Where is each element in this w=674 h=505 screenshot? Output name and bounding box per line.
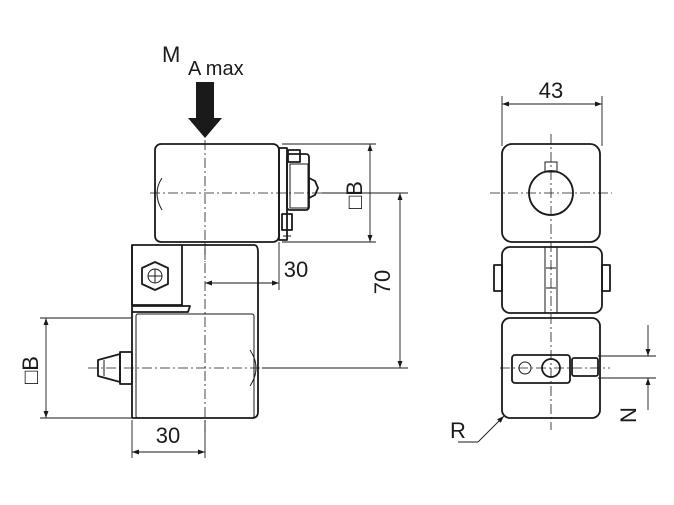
forty-three-label: 43 [539,78,563,103]
side-view: □B 70 30 □B 30 M A max [18,42,408,458]
moment-label-main: M [162,42,180,67]
dim-seventy [262,192,408,369]
moment-arrow [188,82,222,138]
n-label: N [616,407,641,423]
front-middle-block [493,246,611,314]
radius-leader [458,415,505,443]
radius-label: R [450,418,466,443]
dim-forty-three [501,96,603,146]
middle-connector [131,244,259,419]
front-view: 43 N R [450,78,656,443]
dim-n [598,325,656,410]
bottom-thirty-label: 30 [156,423,180,448]
left-square-label: □B [18,356,43,384]
dim-middle-thirty [205,242,280,290]
middle-thirty-label: 30 [284,257,308,282]
top-square-label: □B [342,181,367,209]
seventy-label: 70 [370,270,395,294]
left-stud [97,351,133,385]
dim-left-square [40,317,132,419]
dim-bottom-thirty [131,420,206,458]
moment-label-sub: A max [188,58,244,80]
